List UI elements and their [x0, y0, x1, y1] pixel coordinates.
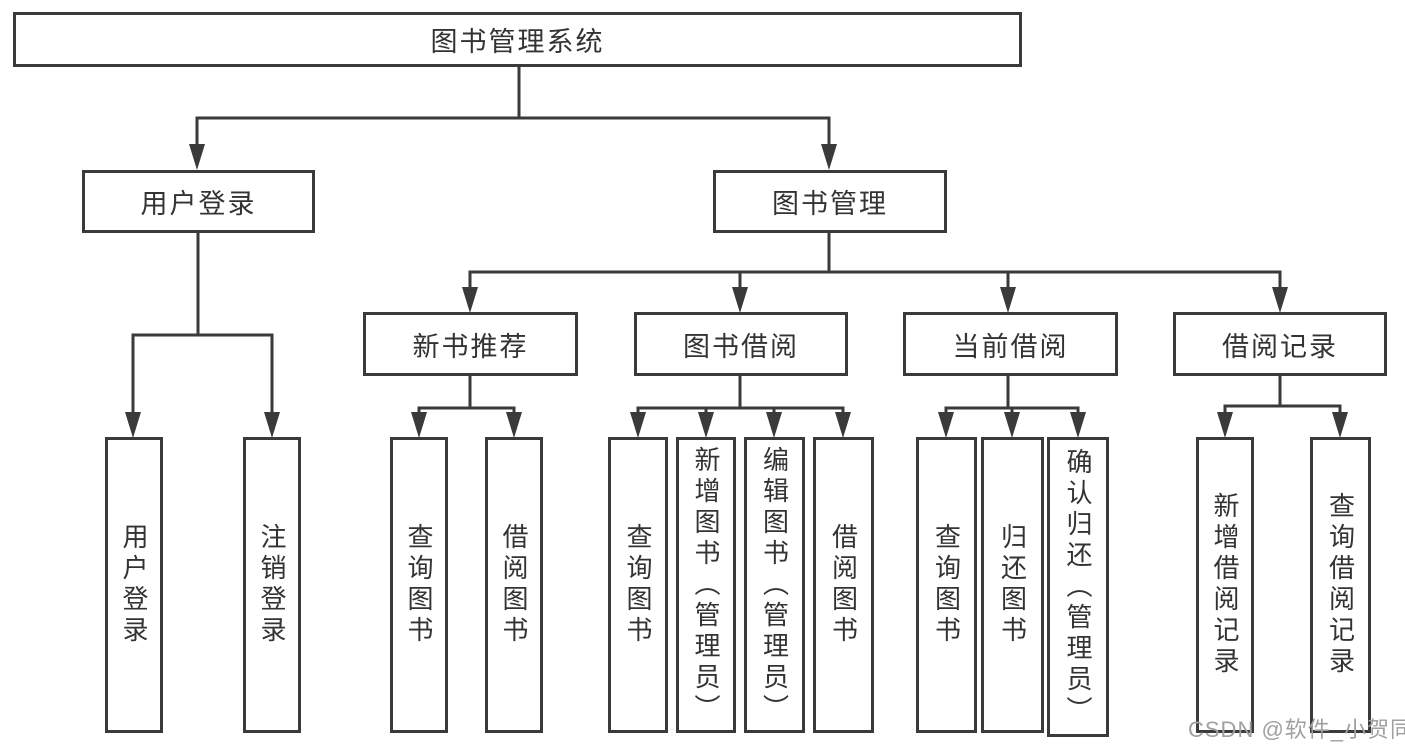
edges-current-borrow-to-leaves	[938, 375, 1086, 438]
node-new-book-recommend: 新书推荐	[363, 312, 578, 376]
node-book-management-label: 图书管理	[772, 189, 888, 219]
edges-user-login-to-leaves	[125, 231, 280, 438]
leaf-query-borrow-record-label: 查询借阅记录	[1325, 492, 1356, 678]
leaf-logout-label: 注销登录	[257, 523, 287, 647]
node-user-login-label: 用户登录	[140, 189, 257, 219]
leaf-borrow-books-1: 借阅图书	[485, 437, 543, 733]
node-book-management: 图书管理	[713, 170, 947, 233]
node-user-login: 用户登录	[82, 170, 315, 233]
leaf-edit-book-admin: 编辑图书（管理员）	[744, 437, 805, 733]
leaf-query-books-2: 查询图书	[608, 437, 668, 733]
node-new-book-recommend-label: 新书推荐	[412, 331, 529, 362]
leaf-query-books-3-label: 查询图书	[931, 523, 962, 647]
leaf-add-book-admin: 新增图书（管理员）	[676, 437, 736, 733]
edges-root-to-level2	[189, 66, 837, 170]
node-root-label: 图书管理系统	[430, 27, 605, 57]
node-current-borrow: 当前借阅	[903, 312, 1118, 376]
node-current-borrow-label: 当前借阅	[952, 331, 1069, 362]
node-book-borrow: 图书借阅	[634, 312, 848, 376]
edges-book-management-to-level3	[462, 231, 1288, 313]
node-book-borrow-label: 图书借阅	[683, 331, 799, 362]
leaf-add-borrow-record-label: 新增借阅记录	[1210, 492, 1240, 678]
leaf-confirm-return-admin: 确认归还（管理员）	[1047, 437, 1109, 737]
leaf-query-books-2-label: 查询图书	[623, 523, 653, 647]
leaf-add-borrow-record: 新增借阅记录	[1196, 437, 1254, 733]
leaf-add-book-admin-label: 新增图书（管理员）	[691, 445, 721, 725]
watermark: CSDN @软件_小贺同学	[1188, 717, 1405, 742]
leaf-logout: 注销登录	[243, 437, 301, 733]
leaf-query-books-1: 查询图书	[390, 437, 448, 733]
leaf-query-borrow-record: 查询借阅记录	[1310, 437, 1371, 733]
leaf-query-books-1-label: 查询图书	[404, 523, 434, 647]
leaf-borrow-books-2-label: 借阅图书	[828, 523, 859, 647]
leaf-query-books-3: 查询图书	[916, 437, 977, 733]
edges-borrow-records-to-leaves	[1217, 375, 1348, 438]
leaf-confirm-return-admin-label: 确认归还（管理员）	[1063, 447, 1093, 727]
node-borrow-records-label: 借阅记录	[1222, 331, 1338, 362]
leaf-user-login-label: 用户登录	[119, 523, 149, 647]
leaf-user-login: 用户登录	[105, 437, 163, 733]
leaf-borrow-books-2: 借阅图书	[813, 437, 874, 733]
node-borrow-records: 借阅记录	[1173, 312, 1387, 376]
leaf-edit-book-admin-label: 编辑图书（管理员）	[759, 445, 790, 725]
leaf-borrow-books-1-label: 借阅图书	[499, 523, 529, 647]
edges-book-borrow-to-leaves	[630, 375, 851, 438]
leaf-return-book: 归还图书	[981, 437, 1044, 733]
edges-new-book-recommend-to-leaves	[411, 375, 522, 438]
leaf-return-book-label: 归还图书	[997, 523, 1028, 647]
node-root: 图书管理系统	[13, 12, 1022, 67]
